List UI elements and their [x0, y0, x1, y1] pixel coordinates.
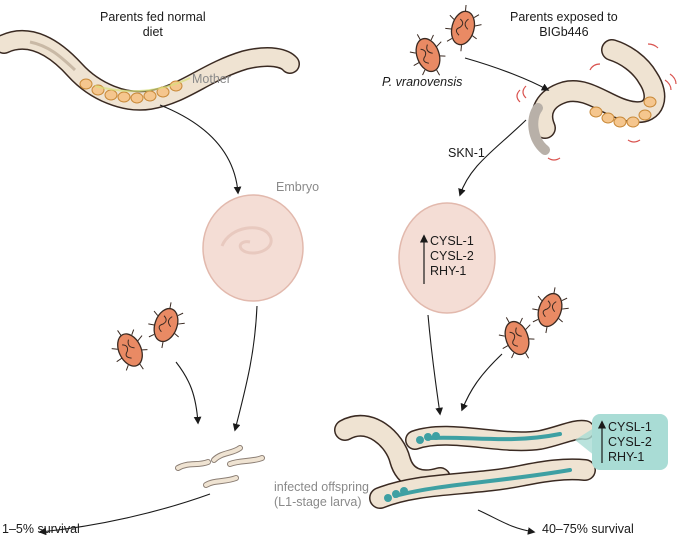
right-title-line-2: BIGb446 — [539, 25, 589, 39]
left-embryo — [202, 194, 304, 302]
gene-label: CYSL-2 — [430, 249, 474, 263]
pathogen-bacteria-right — [492, 281, 575, 367]
right-title-line-1: Parents exposed to — [510, 10, 618, 24]
gene-label: CYSL-1 — [608, 420, 652, 434]
pathogen-bacteria-top — [403, 0, 487, 84]
callout-gene-list: CYSL-1 CYSL-2 RHY-1 — [608, 420, 652, 465]
left-survival: 1–5% survival — [2, 522, 80, 536]
exposed-parent-worm — [516, 39, 677, 161]
exposed-parent-eggs — [589, 96, 657, 128]
embryo-label: Embryo — [276, 180, 320, 194]
right-survival: 40–75% survival — [542, 522, 634, 536]
gene-callout-box — [592, 414, 668, 470]
offspring-label-line-1: infected offspring — [274, 480, 369, 494]
left-larvae — [175, 445, 265, 488]
left-title-line-1: Parents fed normal — [100, 10, 206, 24]
offspring-label-line-2: (L1-stage larva) — [274, 495, 362, 509]
offspring-label: infected offspring (L1-stage larva) — [274, 480, 369, 510]
gene-label: RHY-1 — [430, 264, 467, 278]
mother-worm — [0, 29, 300, 111]
left-title-line-2: diet — [142, 25, 163, 39]
skn-1-label: SKN-1 — [448, 146, 485, 160]
left-title: Parents fed normal diet — [100, 10, 206, 40]
gene-label: CYSL-2 — [608, 435, 652, 449]
right-larvae — [334, 414, 596, 509]
embryo-gene-list: CYSL-1 CYSL-2 RHY-1 — [430, 234, 474, 279]
right-embryo — [398, 202, 496, 314]
distress-marks — [516, 43, 677, 161]
gene-label: RHY-1 — [608, 450, 645, 464]
mother-label: Mother — [192, 72, 231, 86]
pathogen-label: P. vranovensis — [382, 75, 463, 89]
larvae-gut-cells — [384, 432, 440, 502]
gene-label: CYSL-1 — [430, 234, 474, 248]
right-title: Parents exposed to BIGb446 — [510, 10, 618, 40]
flow-arrows — [38, 57, 550, 536]
pathogen-bacteria-left — [104, 296, 191, 379]
